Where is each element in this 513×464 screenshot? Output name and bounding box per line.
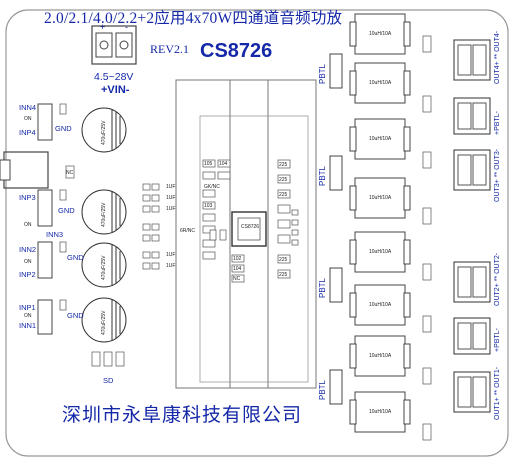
- inductor-label-6: 10uH/10A: [369, 302, 392, 308]
- label-on-4: ON: [24, 116, 32, 122]
- cap-label-3: 470uF/25V: [101, 255, 107, 280]
- board-title: 2.0/2.1/4.0/2.2+2应用4x70W四通道音频功放: [44, 10, 343, 27]
- label-inp3: INP3: [19, 193, 36, 202]
- comp-105-a: 105: [204, 161, 213, 167]
- power-terminal: [91, 25, 137, 65]
- pbtl-label-4: PBTL: [318, 379, 327, 400]
- supply-range: 4.5~28V: [94, 71, 134, 83]
- comp-1uf-d: 1UF: [166, 252, 176, 258]
- power-minus: -: [125, 22, 128, 32]
- comp-104-a: 104: [219, 161, 228, 167]
- chip-pad: [237, 217, 261, 241]
- heatsink-inner: [229, 79, 269, 389]
- comp-1uf-a: 1UF: [166, 184, 176, 190]
- label-inp1: INP1: [19, 303, 36, 312]
- label-on-3: ON: [24, 222, 32, 228]
- comp-1uf-c: 1UF: [166, 206, 176, 212]
- label-gnd-1: GND: [67, 311, 84, 320]
- inductor-label-4: 10uH/10A: [369, 195, 392, 201]
- sd-label: SD: [103, 376, 114, 385]
- board-outline: [5, 9, 509, 457]
- revision-label: REV2.1: [150, 42, 189, 56]
- label-inp2: INP2: [19, 270, 36, 279]
- pbtl-label-3: PBTL: [318, 277, 327, 298]
- label-inn4: INN4: [19, 103, 37, 112]
- pbtl-label-1: PBTL: [318, 63, 327, 84]
- label-inn3: INN3: [46, 230, 64, 239]
- comp-nc: NC: [233, 276, 241, 282]
- inductor-label-2: 10uH/10A: [369, 80, 392, 86]
- chip-name: CS8726: [200, 40, 273, 62]
- label-gnd-3: GND: [58, 206, 75, 215]
- comp-104-b: 104: [233, 266, 242, 272]
- inductor-label-5: 10uH/10A: [369, 249, 392, 255]
- cap-label-4: 470uF/25V: [101, 310, 107, 335]
- comp-225-e: 225: [279, 272, 288, 278]
- inductor-label-8: 10uH/10A: [369, 409, 392, 415]
- comp-6r: 6R/NC: [180, 228, 196, 234]
- pbtl-out-1: +PBTL-: [494, 111, 501, 135]
- comp-1uf-b: 1UF: [166, 195, 176, 201]
- label-on-2: ON: [24, 259, 32, 265]
- pbtl-label-2: PBTL: [318, 165, 327, 186]
- chip-area: [199, 115, 309, 383]
- comp-225-a: 225: [279, 162, 288, 168]
- out4-label: OUT4+ ** OUT4-: [494, 30, 501, 84]
- supply-vin: +VIN-: [101, 84, 130, 96]
- out1-label: OUT1+ ** OUT1-: [494, 366, 501, 420]
- comp-225-d: 225: [279, 257, 288, 263]
- label-inn2: INN2: [19, 245, 37, 254]
- comp-gknc: GK/NC: [204, 184, 220, 190]
- jack-body: [3, 151, 49, 189]
- cap-label-2: 470uF/25V: [101, 202, 107, 227]
- pbtl-out-2: +PBTL-: [494, 328, 501, 352]
- power-plus: +: [100, 22, 106, 32]
- out3-label: OUT3+ ** OUT3-: [494, 148, 501, 202]
- label-gnd-4: GND: [55, 124, 72, 133]
- comp-103: 103: [204, 203, 213, 209]
- comp-1uf-e: 1UF: [166, 263, 176, 269]
- label-gnd-2: GND: [67, 253, 84, 262]
- inductor-label-7: 10uH/10A: [369, 353, 392, 359]
- comp-225-c: 225: [279, 192, 288, 198]
- out2-label: OUT2+ ** OUT2-: [494, 252, 501, 306]
- comp-102: 102: [233, 256, 242, 262]
- label-inn1: INN1: [19, 321, 37, 330]
- label-inp4: INP4: [19, 128, 36, 137]
- chip-body: [231, 211, 267, 247]
- inductor-label-3: 10uH/10A: [369, 136, 392, 142]
- company-name: 深圳市永阜康科技有限公司: [62, 405, 303, 426]
- inductor-label-1: 10uH/10A: [369, 31, 392, 37]
- label-on-1: ON: [24, 313, 32, 319]
- label-nc-jack: NC: [66, 170, 74, 176]
- comp-chip-small: CS8726: [241, 224, 260, 230]
- comp-225-b: 225: [279, 177, 288, 183]
- cap-label-1: 470uF/25V: [101, 120, 107, 145]
